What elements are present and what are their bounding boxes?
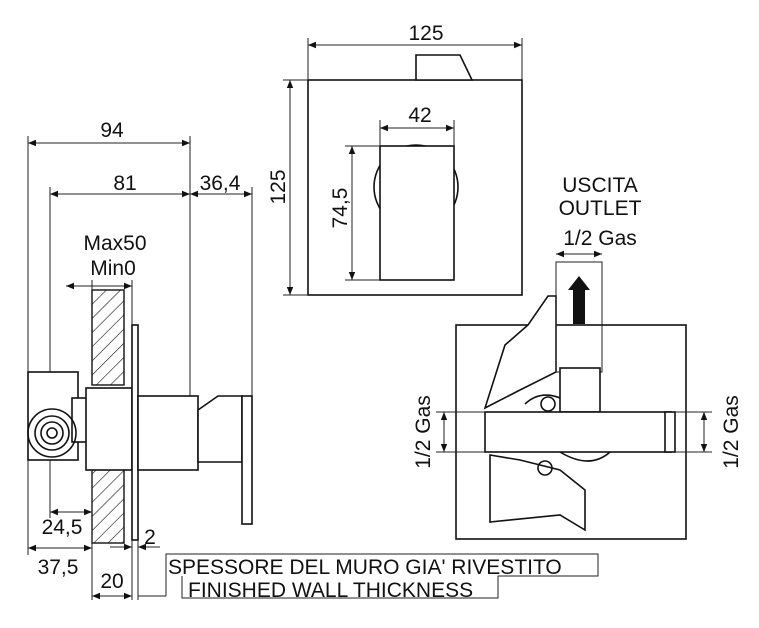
dim-front-height: 125 [267,169,290,204]
dim-handle-width: 42 [408,104,431,127]
cover-plate-front [307,79,523,296]
wall-note-italian: SPESSORE DEL MURO GIA' RIVESTITO [168,556,562,579]
side-handle [197,395,243,463]
handle-body [379,145,455,281]
front-view: 125 125 42 74,5 [267,22,523,296]
rear-view: USCITA OUTLET 1/2 Gas 1/2 Gas 1/2 Gas [412,174,743,540]
dim-handle-height: 74,5 [329,188,352,229]
side-view: 94 81 36,4 Max50 Min0 24,5 2 37,5 20 [27,119,253,600]
dim-wall-min: Min0 [90,257,136,280]
body-upper [483,295,557,410]
wall-hatch-bottom [91,467,125,544]
outlet-size: 1/2 Gas [563,227,637,250]
wall-note: SPESSORE DEL MURO GIA' RIVESTITO FINISHE… [138,553,599,602]
handle-lever [415,54,474,81]
dim-front-width: 125 [408,22,443,45]
dim-plate-thickness: 2 [144,526,156,549]
outlet-arrow [573,288,585,324]
spindle [137,395,199,471]
dim-inlet-offset: 24,5 [42,516,83,539]
dim-axis-depth: 37,5 [38,556,79,579]
wall-note-english: FINISHED WALL THICKNESS [188,579,473,602]
rear-frame [455,324,687,540]
dim-side-body: 81 [113,172,136,195]
cartridge-housing [85,387,133,471]
outlet-label-it: USCITA [562,174,637,197]
inlet-pipe [484,411,672,453]
dim-wall-max: Max50 [83,232,146,255]
dim-side-total: 94 [100,119,124,142]
dim-plaster: 20 [100,570,123,593]
left-connection-size: 1/2 Gas [412,395,435,469]
side-cover-plate [131,324,139,541]
wall-hatch-top [91,289,125,386]
body-lower [489,454,586,532]
right-connection-size: 1/2 Gas [720,395,743,469]
outlet-label-en: OUTLET [559,197,642,220]
inlet-circle [27,408,77,458]
wall-note-frame [165,553,599,599]
dim-side-handle: 36,4 [200,172,241,195]
